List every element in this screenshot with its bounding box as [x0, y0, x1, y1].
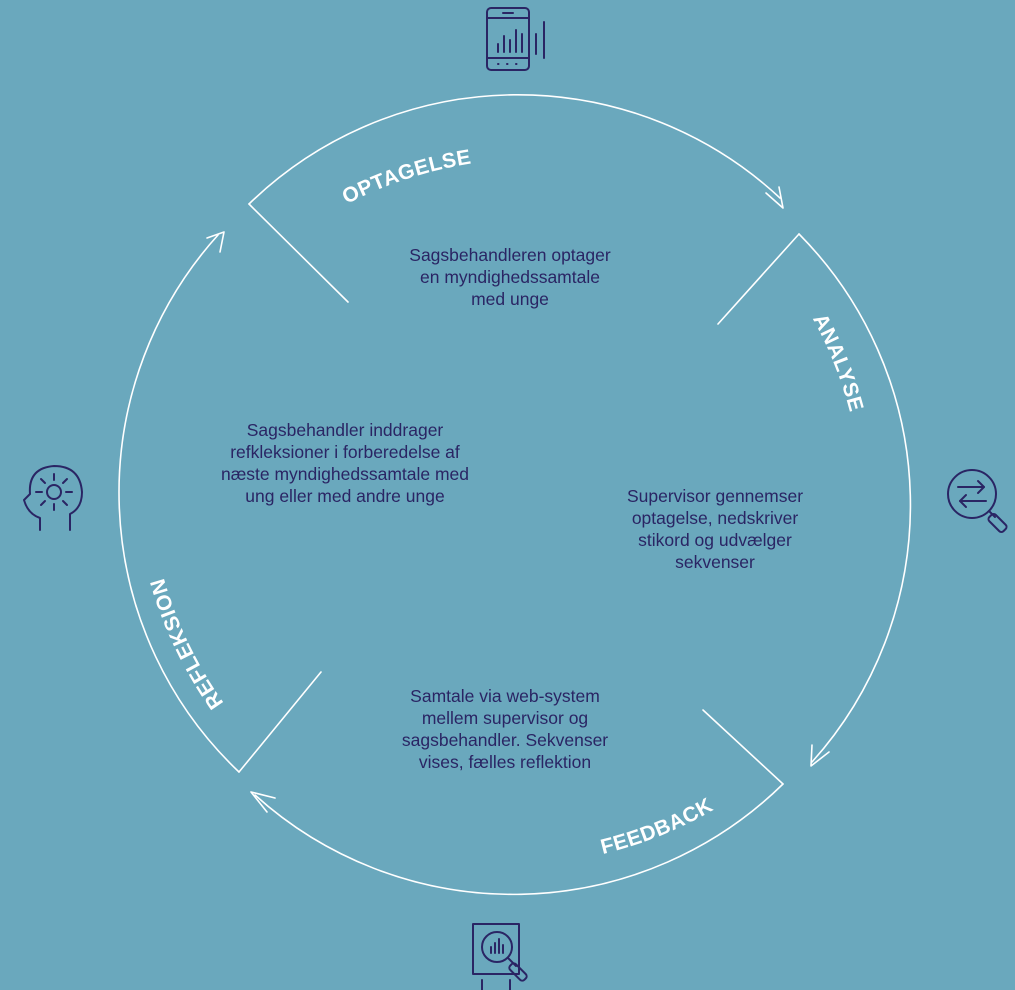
refleksion-description: Sagsbehandler inddrager refkleksioner i …: [185, 419, 505, 507]
label-analyse: ANALYSE: [808, 310, 867, 414]
magnifier-arrows-icon: [945, 466, 1013, 536]
feedback-arc: [254, 783, 784, 896]
label-optagelse: OPTAGELSE: [339, 146, 473, 209]
arrowhead-feedback: [250, 791, 276, 813]
description-line: en myndighedssamtale: [420, 267, 600, 287]
arrowhead-analyse: [810, 744, 830, 767]
description-line: vises, fælles reflektion: [418, 752, 592, 772]
monitor-analytics-icon: [470, 922, 540, 990]
label-analyse-text: ANALYSE: [808, 310, 867, 414]
optagelse-arc: [248, 94, 781, 205]
label-optagelse-text: OPTAGELSE: [339, 146, 473, 209]
analyse-arc: [798, 233, 912, 763]
head-idea-icon: [18, 462, 88, 534]
label-refleksion-text: REFLEKSION: [146, 576, 227, 714]
description-line: mellem supervisor og: [421, 708, 589, 728]
description-line: Samtale via web-system: [410, 686, 600, 706]
arrowhead-optagelse: [765, 186, 784, 209]
label-feedback: FEEDBACK: [598, 794, 717, 859]
refleksion-arc: [118, 234, 240, 773]
description-line: stikord og udvælger: [638, 530, 792, 550]
label-feedback-text: FEEDBACK: [598, 794, 716, 859]
analyse-divider: [717, 233, 800, 325]
description-line: refkleksioner i forberedelse af: [230, 442, 460, 462]
feedback-divider: [702, 709, 784, 785]
analyse-description: Supervisor gennemser optagelse, nedskriv…: [570, 485, 860, 573]
refleksion-divider: [238, 671, 322, 773]
description-line: Supervisor gennemser: [626, 486, 804, 506]
optagelse-divider: [248, 203, 349, 303]
description-line: med unge: [471, 289, 549, 309]
description-line: Sagsbehandleren optager: [409, 245, 611, 265]
description-line: ung eller med andre unge: [245, 486, 445, 506]
description-line: optagelse, nedskriver: [631, 508, 799, 528]
optagelse-description: Sagsbehandleren optager en myndighedssam…: [350, 244, 670, 310]
description-line: næste myndighedssamtale med: [220, 464, 470, 484]
arrowhead-refleksion: [206, 231, 225, 253]
smartphone-chart-icon: [484, 6, 554, 74]
feedback-description: Samtale via web-system mellem supervisor…: [355, 685, 655, 773]
label-refleksion: REFLEKSION: [146, 576, 228, 714]
description-line: sagsbehandler. Sekvenser: [401, 730, 609, 750]
description-line: Sagsbehandler inddrager: [246, 420, 444, 440]
description-line: sekvenser: [675, 552, 755, 572]
